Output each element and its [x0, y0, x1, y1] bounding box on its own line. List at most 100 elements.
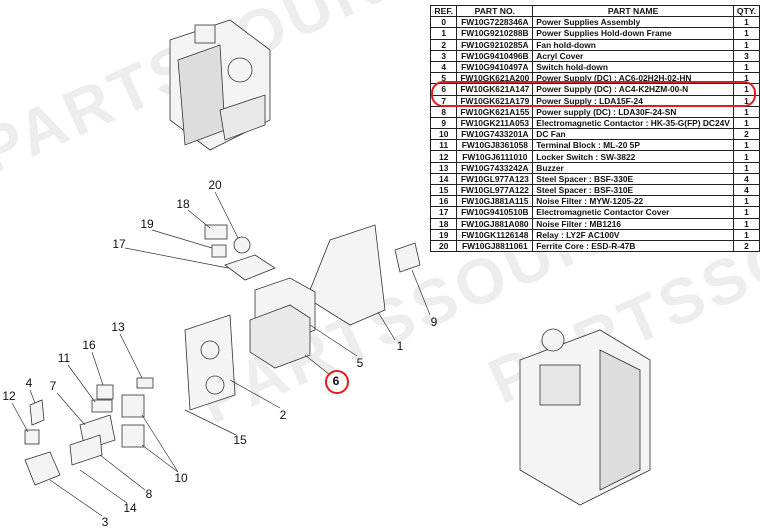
cell-qty: 1 [732, 94, 760, 107]
cell-part-name: Terminal Block : ML-20 5P [532, 139, 734, 152]
cell-part-no: FW10GK621A147 [456, 83, 534, 96]
cell-ref: 19 [429, 228, 458, 241]
assembly-view-illustration [519, 328, 651, 506]
cell-qty: 1 [732, 228, 760, 241]
cell-part-name: Power Supply (DC) : AC4-K2HZM-00-N [532, 83, 734, 96]
cell-part-no: FW10GL977A122 [456, 183, 534, 197]
cell-ref: 14 [429, 172, 458, 186]
cell-qty: 1 [732, 150, 760, 163]
cell-qty: 2 [732, 239, 760, 253]
callout-11: 11 [57, 351, 71, 365]
cell-part-no: FW10G9410496B [456, 49, 534, 62]
callout-1: 1 [396, 339, 404, 353]
header-qty: QTY. [732, 4, 760, 18]
cell-part-name: Ferrite Core : ESD-R-47B [532, 239, 734, 253]
cell-part-no: FW10GK621A179 [456, 94, 534, 107]
part-12-switch [24, 429, 40, 445]
cell-ref: 16 [429, 195, 458, 208]
cell-ref: 11 [429, 139, 458, 152]
cell-ref: 1 [429, 27, 458, 40]
cell-ref: 12 [429, 150, 458, 163]
cell-part-name: Noise Filter : MYW-1205-22 [532, 195, 734, 208]
cell-part-no: FW10GJ881A115 [456, 195, 534, 208]
callout-12: 12 [2, 389, 16, 403]
cell-part-name: Power Supply (DC) : AC6-02H2H-02-HN [532, 72, 734, 85]
callout-7: 7 [49, 379, 57, 393]
part-8-power-supply [69, 434, 103, 466]
cell-part-name: Power Supplies Hold-down Frame [532, 27, 734, 40]
cell-ref: 7 [429, 94, 458, 107]
callout-15: 15 [233, 433, 247, 447]
cell-part-no: FW10G7433201A [456, 128, 534, 141]
cell-part-no: FW10GJ8811061 [456, 239, 534, 253]
cell-part-name: Electromagnetic Contactor Cover [532, 206, 734, 219]
cell-part-no: FW10GL977A123 [456, 172, 534, 186]
part-9-contactor [394, 242, 421, 273]
callout-10: 10 [174, 471, 188, 485]
callout-9: 9 [430, 315, 438, 329]
callout-4: 4 [25, 376, 33, 390]
cell-ref: 13 [429, 161, 458, 174]
cell-ref: 5 [429, 72, 458, 85]
cell-qty: 1 [732, 195, 760, 208]
cell-ref: 6 [429, 83, 458, 96]
cell-part-no: FW10G9410510B [456, 206, 534, 219]
cell-ref: 10 [429, 128, 458, 141]
part-4-switch-hold-down [29, 399, 45, 426]
callout-16: 16 [82, 338, 96, 352]
cell-qty: 1 [732, 217, 760, 230]
cell-ref: 8 [429, 105, 458, 118]
cell-part-no: FW10G7433242A [456, 161, 534, 174]
cell-part-no: FW10GK1126148 [456, 228, 534, 241]
cell-qty: 1 [732, 27, 760, 40]
cell-qty: 1 [732, 60, 760, 74]
power-supplies-assembly-illustration [169, 19, 271, 151]
cell-ref: 4 [429, 60, 458, 74]
cell-part-name: Electromagnetic Contactor : HK-35-G(FP) … [532, 116, 734, 130]
cell-qty: 1 [732, 16, 760, 29]
part-3-acryl-cover [24, 451, 61, 486]
cell-part-name: Locker Switch : SW-3822 [532, 150, 734, 163]
header-part-name: PART NAME [532, 4, 734, 18]
header-part-no: PART NO. [456, 4, 534, 18]
part-11-terminal-block [91, 399, 113, 413]
part-20-ferrite-core [233, 236, 251, 254]
callout-17: 17 [112, 237, 126, 251]
cell-ref: 20 [429, 239, 458, 253]
cell-part-name: Steel Spacer : BSF-330E [532, 172, 734, 186]
callout-5: 5 [356, 356, 364, 370]
cell-ref: 0 [429, 16, 458, 29]
callout-2: 2 [279, 408, 287, 422]
cell-qty: 4 [732, 172, 760, 186]
cell-qty: 3 [732, 49, 760, 62]
part-13-buzzer [136, 377, 154, 389]
cell-ref: 2 [429, 38, 458, 51]
cell-part-name: DC Fan [532, 128, 734, 141]
cell-part-no: FW10GJ6111010 [456, 150, 534, 163]
cell-ref: 3 [429, 49, 458, 62]
cell-part-name: Noise Filter : MB1216 [532, 217, 734, 230]
cell-part-name: Fan hold-down [532, 38, 734, 51]
part-6-power-supply [249, 304, 311, 369]
cell-ref: 9 [429, 116, 458, 130]
part-1-frame [309, 224, 386, 326]
cell-part-name: Acryl Cover [532, 49, 734, 62]
part-2-fan-hold-down [184, 314, 236, 411]
